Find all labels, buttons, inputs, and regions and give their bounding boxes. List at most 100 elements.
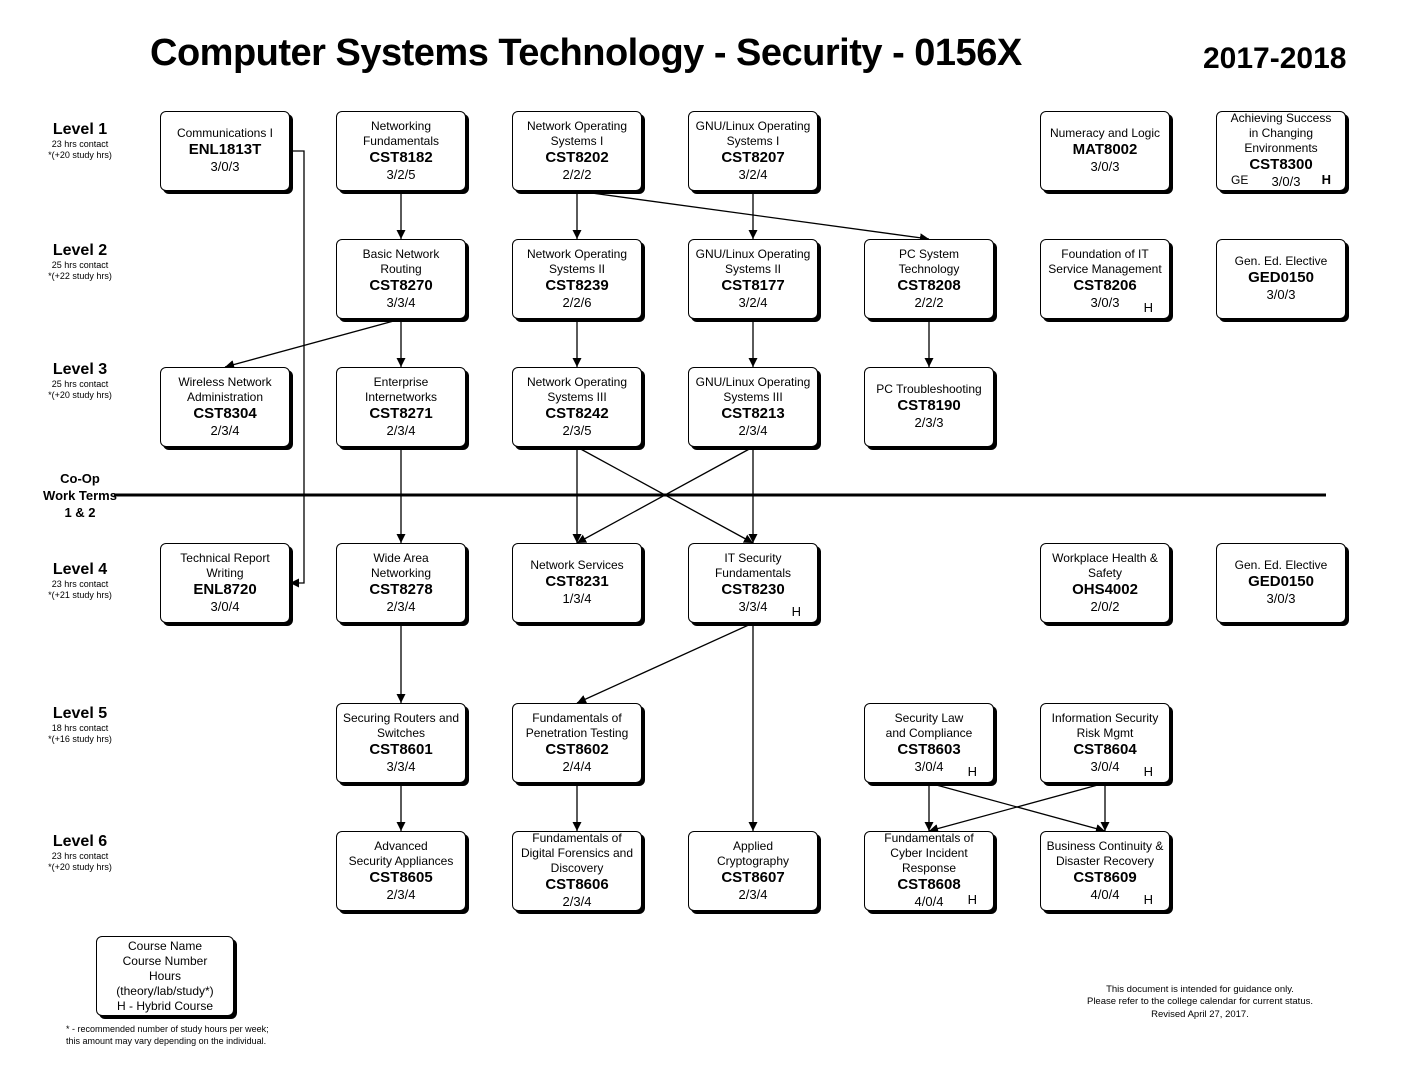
course-hours: 3/0/4	[210, 598, 240, 614]
course-hours: 2/2/2	[562, 166, 592, 182]
hybrid-badge: H	[967, 764, 977, 779]
footnote-line: * - recommended number of study hours pe…	[66, 1024, 269, 1034]
hybrid-badge: H	[1143, 764, 1153, 779]
prerequisite-arrow	[290, 150, 305, 588]
course-name-line: Environments	[1244, 141, 1318, 156]
academic-year: 2017-2018	[1203, 42, 1347, 75]
coop-line: Work Terms	[43, 487, 117, 503]
course-number: CST8231	[545, 573, 609, 591]
level-5-label: Level 5 18 hrs contact *(+16 study hrs)	[30, 705, 130, 744]
course-hours: 2/3/4	[386, 598, 416, 614]
course-hours: 4/0/4	[1090, 886, 1120, 902]
course-name-line: Cryptography	[716, 853, 790, 868]
course-hours: 2/3/4	[738, 886, 768, 902]
course-hours: 3/0/3	[1271, 174, 1301, 190]
level-contact-hours: 23 hrs contact	[51, 851, 109, 862]
course-number: GED0150	[1248, 269, 1314, 287]
course-hours: 3/3/4	[386, 294, 416, 310]
hybrid-badge: H	[1143, 300, 1153, 315]
legend-box: Course Name Course Number Hours (theory/…	[96, 936, 234, 1016]
prerequisite-arrow	[576, 446, 754, 544]
prerequisite-arrow	[224, 318, 402, 369]
course-hours: 2/3/4	[562, 894, 592, 910]
legend-line: (theory/lab/study*)	[116, 984, 214, 998]
course-name-line: in Changing	[1248, 126, 1314, 141]
course-number: ENL1813T	[188, 141, 262, 159]
course-name-line: Gen. Ed. Elective	[1234, 558, 1328, 573]
course-hours: 3/2/4	[738, 166, 768, 182]
course-name-line: Service Management	[1048, 261, 1162, 276]
course-number: OHS4002	[1072, 580, 1138, 598]
course-number: CST8242	[545, 404, 609, 422]
course-number: CST8603	[897, 740, 961, 758]
course-hours: 3/0/3	[210, 159, 240, 175]
course-name-line: Technology	[898, 261, 960, 276]
course-number: CST8177	[721, 276, 785, 294]
course-name-line: and Compliance	[885, 725, 973, 740]
course-name-line: PC System	[898, 246, 959, 261]
coop-line: 1 & 2	[64, 504, 96, 520]
legend-line: Hours	[148, 969, 181, 983]
course-hours: 2/3/4	[386, 886, 416, 902]
course-name-line: Risk Mgmt	[1076, 725, 1134, 740]
level-6-label: Level 6 23 hrs contact *(+20 study hrs)	[30, 833, 130, 872]
level-name: Level 4	[52, 561, 108, 578]
course-number: CST8606	[545, 876, 609, 894]
course-hours: 1/3/4	[562, 591, 592, 607]
level-name: Level 6	[52, 833, 108, 850]
course-hours: 3/0/4	[914, 758, 944, 774]
course-name-line: Response	[901, 861, 957, 876]
disclaimer-line: Please refer to the college calendar for…	[1086, 996, 1313, 1008]
level-name: Level 2	[52, 242, 108, 259]
coop-work-terms-label: Co-Op Work Terms 1 & 2	[30, 471, 130, 522]
hybrid-badge: H	[791, 604, 801, 619]
disclaimer-line: This document is intended for guidance o…	[1106, 984, 1294, 995]
level-2-label: Level 2 25 hrs contact *(+22 study hrs)	[30, 242, 130, 281]
level-name: Level 3	[52, 361, 108, 378]
course-name: Communications I	[175, 126, 275, 141]
course-name-line: Security Appliances	[348, 853, 454, 868]
course-hours: 2/3/3	[914, 415, 944, 431]
course-number: CST8300	[1249, 156, 1313, 174]
course-name-line: Penetration Testing	[525, 725, 629, 740]
course-number: CST8230	[721, 580, 785, 598]
level-study-hours: *(+21 study hrs)	[48, 589, 112, 600]
course-name-line: Wireless Network	[178, 374, 272, 389]
course-hours: 4/0/4	[914, 894, 944, 910]
course-name-line: Communications I	[176, 126, 274, 141]
course-name-line: Achieving Success	[1230, 111, 1332, 126]
level-contact-hours: 23 hrs contact	[51, 579, 109, 590]
course-name-line: Workplace Health &	[1052, 550, 1158, 565]
course-name-line: Systems III	[547, 389, 607, 404]
course-number: CST8601	[369, 740, 433, 758]
disclaimer-line: Revised April 27, 2017.	[1151, 1008, 1249, 1020]
level-4-label: Level 4 23 hrs contact *(+21 study hrs)	[30, 561, 130, 600]
course-number: CST8190	[897, 397, 961, 415]
course-hours: 2/3/4	[738, 422, 768, 438]
course-name-line: Numeracy and Logic	[1049, 126, 1161, 141]
